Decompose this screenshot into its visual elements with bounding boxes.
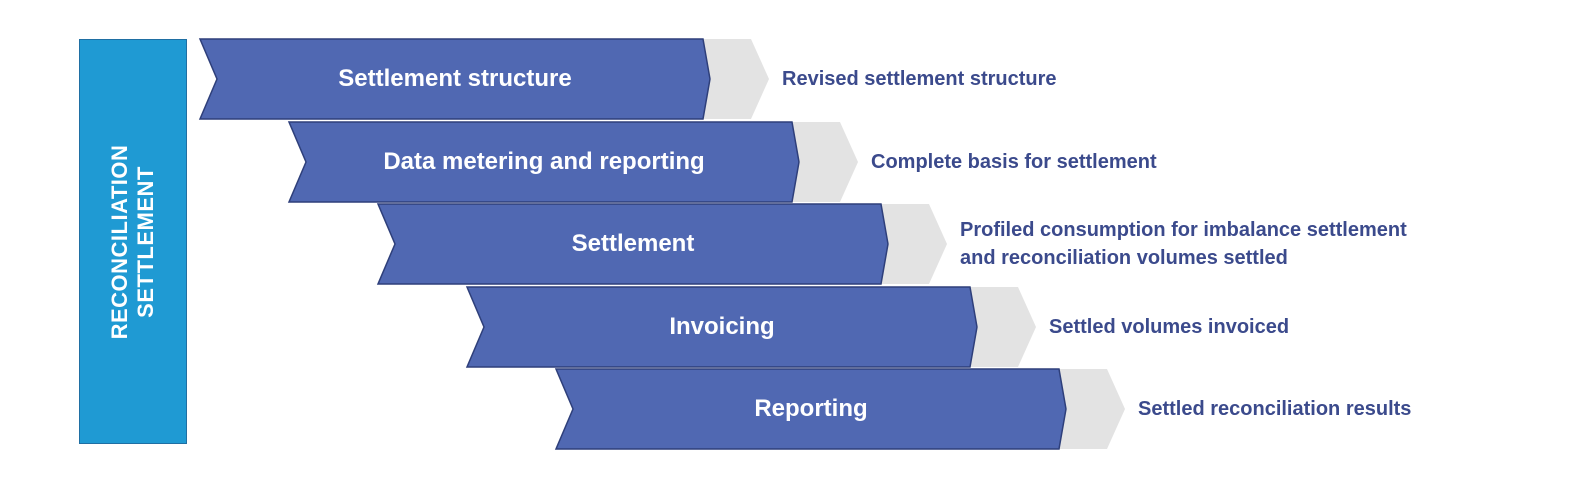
step-chevron (465, 286, 978, 368)
step-result: Revised settlement structure (782, 65, 1057, 93)
step-result-line: Settled volumes invoiced (1049, 316, 1290, 338)
step-label: Reporting (754, 395, 868, 422)
step-result: Settled volumes invoiced (1049, 313, 1289, 341)
step-result-line: Complete basis for settlement (871, 151, 1157, 173)
side-panel-line1: RECONCILIATION (107, 144, 132, 339)
step-result: Profiled consumption for imbalance settl… (960, 216, 1407, 272)
side-panel: RECONCILIATION SETTLEMENT (79, 39, 187, 444)
step-arrow-icon (960, 287, 1036, 367)
step-result-line: Profiled consumption for imbalance settl… (960, 219, 1407, 241)
step-chevron (198, 38, 711, 120)
step-chevron (554, 368, 1067, 450)
step-label: Data metering and reporting (383, 148, 705, 175)
side-panel-line2: SETTLEMENT (133, 165, 158, 318)
step-result-line: Settled reconciliation results (1138, 398, 1412, 420)
step-label: Settlement (571, 230, 695, 257)
step-result: Settled reconciliation results (1138, 395, 1411, 423)
step-arrow-icon (1049, 369, 1125, 449)
step-result-line: and reconciliation volumes settled (960, 247, 1288, 269)
step-2: Data metering and reporting (287, 121, 887, 203)
step-label: Invoicing (669, 313, 775, 340)
side-panel-title: RECONCILIATION SETTLEMENT (107, 62, 159, 422)
step-chevron (287, 121, 800, 203)
step-arrow-icon (871, 204, 947, 284)
step-1: Settlement structure (198, 38, 798, 120)
step-label: Settlement structure (338, 65, 572, 92)
step-result: Complete basis for settlement (871, 148, 1157, 176)
step-5: Reporting (554, 368, 1154, 450)
step-3: Settlement (376, 203, 976, 285)
step-arrow-icon (782, 122, 858, 202)
step-result-line: Revised settlement structure (782, 68, 1057, 90)
step-4: Invoicing (465, 286, 1065, 368)
step-chevron (376, 203, 889, 285)
step-arrow-icon (693, 39, 769, 119)
